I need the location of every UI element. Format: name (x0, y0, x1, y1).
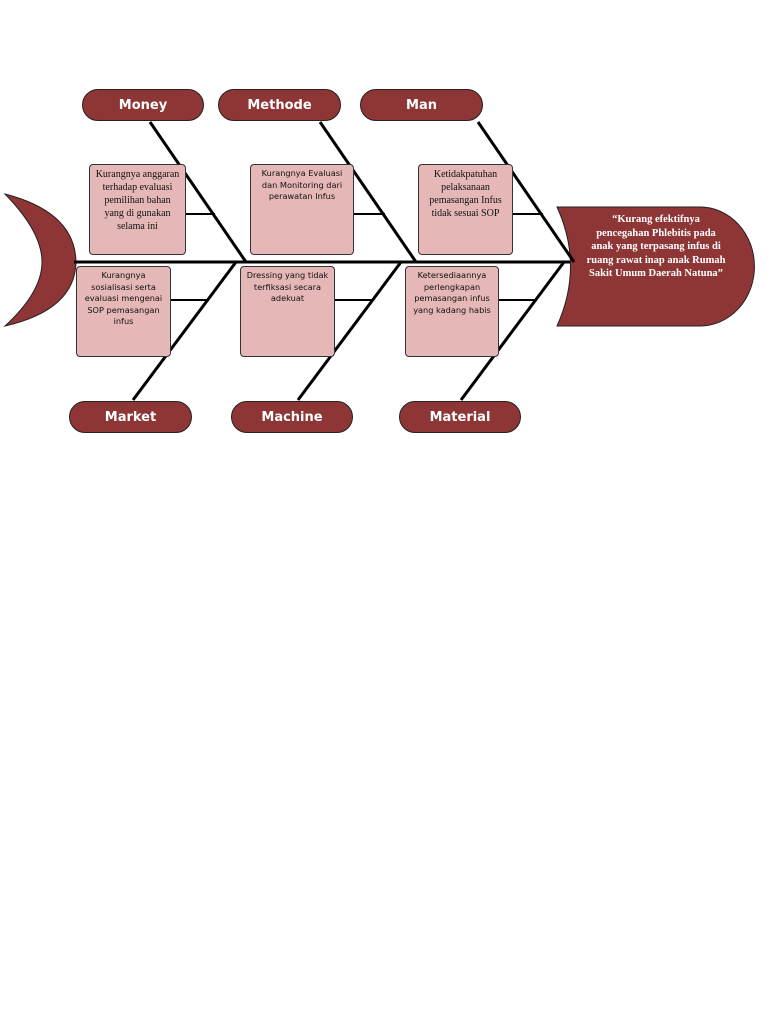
cause-man: Ketidakpatuhan pelaksanaan pemasangan In… (418, 164, 513, 255)
bone-machine (296, 261, 403, 401)
cause-market: Kurangnya sosialisasi serta evaluasi men… (76, 266, 171, 357)
category-methode: Methode (218, 89, 341, 121)
bone-market (131, 261, 238, 401)
bone-money (148, 121, 248, 263)
bone-man (476, 121, 576, 263)
category-man: Man (360, 89, 483, 121)
fish-head (556, 206, 755, 327)
category-market: Market (69, 401, 192, 433)
bone-methode (318, 121, 418, 263)
bone-material (459, 261, 566, 401)
cause-methode: Kurangnya Evaluasi dan Monitoring dari p… (250, 164, 354, 255)
cause-machine: Dressing yang tidak terfiksasi secara ad… (240, 266, 335, 357)
category-material: Material (399, 401, 521, 433)
effect-text: “Kurang efektifnya pencegahan Phlebitis … (586, 214, 726, 279)
cause-material: Ketersediaannya perlengkapan pemasangan … (405, 266, 499, 357)
cause-money: Kurangnya anggaran terhadap evaluasi pem… (89, 164, 186, 255)
category-machine: Machine (231, 401, 353, 433)
category-money: Money (82, 89, 204, 121)
fish-tail (3, 193, 77, 327)
